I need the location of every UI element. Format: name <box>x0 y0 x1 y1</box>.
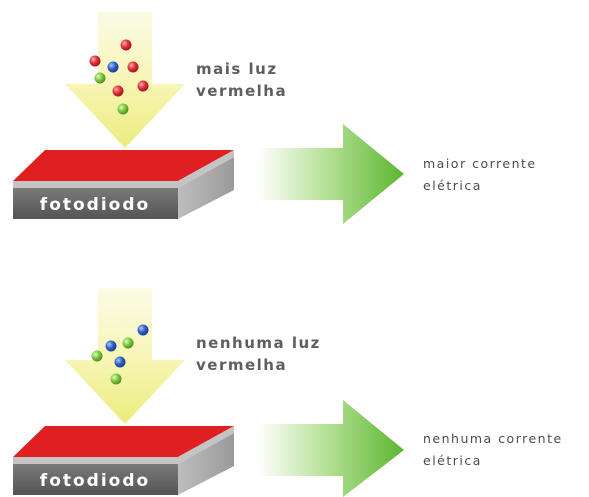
current-arrow <box>258 124 404 224</box>
photodiode: fotodiodo <box>13 426 234 495</box>
light-particles <box>89 39 149 115</box>
particle-blue <box>137 324 149 336</box>
light-arrow <box>65 12 185 148</box>
particle-blue <box>107 61 119 73</box>
light-label-line1: mais luz <box>196 60 278 78</box>
current-label-line2: elétrica <box>423 453 482 468</box>
panel-bottom: fotodiodo <box>13 288 404 497</box>
light-label-line1: nenhuma luz <box>196 334 321 352</box>
particle-red <box>120 39 132 51</box>
particle-green <box>94 72 106 84</box>
photodiode-right-side <box>178 433 234 495</box>
current-arrow <box>258 400 404 497</box>
photodiode-top-edge <box>13 426 234 464</box>
photodiode-top <box>13 150 234 181</box>
current-label-top: maior corrente elétrica <box>423 153 537 197</box>
current-label-line1: maior corrente <box>423 156 537 171</box>
panel-top: fotodiodo <box>13 12 404 224</box>
photodiode-top <box>13 426 234 457</box>
photodiode: fotodiodo <box>13 150 234 219</box>
particle-green <box>110 373 122 385</box>
particle-red <box>127 61 139 73</box>
photodiode-top-edge <box>13 150 234 188</box>
light-arrow <box>65 288 185 424</box>
light-label-line2: vermelha <box>196 82 288 100</box>
particle-red <box>137 80 149 92</box>
particle-blue <box>105 340 117 352</box>
particle-red <box>89 55 101 67</box>
light-label-bottom: nenhuma luz vermelha <box>196 332 321 376</box>
photodiode-label: fotodiodo <box>40 471 150 491</box>
current-label-bottom: nenhuma corrente elétrica <box>423 428 563 472</box>
photodiode-label: fotodiodo <box>40 195 150 215</box>
light-particles <box>91 324 149 385</box>
particle-green <box>117 103 129 115</box>
particle-red <box>112 85 124 97</box>
particle-blue <box>114 356 126 368</box>
current-label-line2: elétrica <box>423 178 482 193</box>
current-label-line1: nenhuma corrente <box>423 431 563 446</box>
light-label-top: mais luz vermelha <box>196 58 287 102</box>
photodiode-front <box>13 464 178 495</box>
particle-green <box>91 350 103 362</box>
photodiode-front <box>13 188 178 219</box>
photodiode-right-side <box>178 157 234 219</box>
particle-green <box>122 337 134 349</box>
light-label-line2: vermelha <box>196 356 288 374</box>
